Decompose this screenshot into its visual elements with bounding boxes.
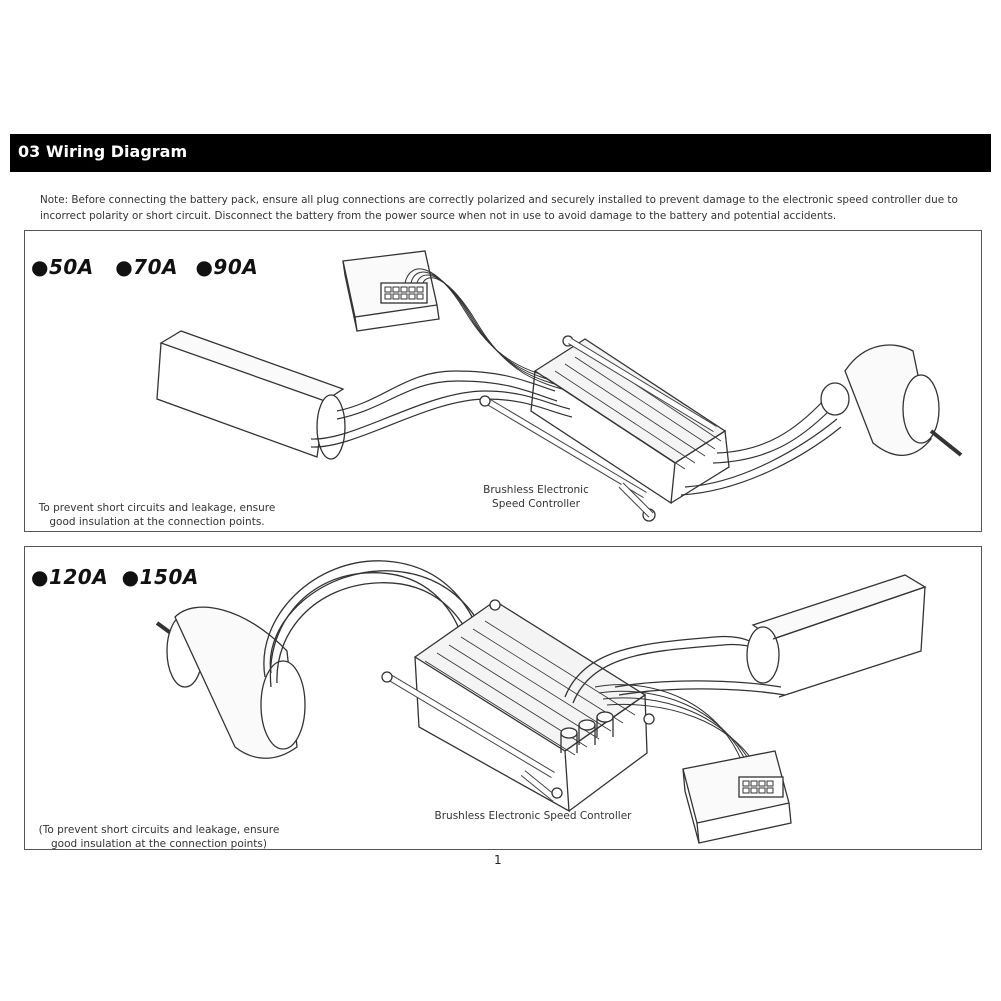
model-ratings: ●120A ●150A xyxy=(31,565,199,589)
battery-drawing xyxy=(746,574,927,698)
page-number: 1 xyxy=(494,853,502,867)
receiver-drawing xyxy=(682,750,792,844)
section-title: 03 Wiring Diagram xyxy=(18,142,188,161)
receiver-drawing xyxy=(342,250,440,332)
section-header: 03 Wiring Diagram xyxy=(10,134,991,172)
insulation-note: To prevent short circuits and leakage, e… xyxy=(38,502,276,528)
esc-label: Brushless Electronic Speed Controller xyxy=(483,484,589,510)
motor-drawing xyxy=(155,606,306,759)
wiring-illustration-120-150a xyxy=(155,560,927,844)
motor-drawing xyxy=(820,344,963,457)
diagram-panel-50-90a: ●50A ●70A ●90A Brushless Electronic Spee… xyxy=(24,230,982,532)
diagram-panel-120-150a: ●120A ●150A Brushless Electronic Speed C… xyxy=(24,546,982,850)
esc-drawing xyxy=(381,599,655,813)
model-120a: ●120A xyxy=(31,565,109,589)
model-150a: ●150A xyxy=(121,565,199,589)
wiring-illustration-50-90a xyxy=(156,250,963,522)
insulation-note: (To prevent short circuits and leakage, … xyxy=(38,824,280,850)
model-70a: ●70A xyxy=(115,255,178,279)
capacitors xyxy=(560,711,614,753)
model-50a: ●50A xyxy=(31,255,94,279)
motor-wires xyxy=(680,398,842,496)
motor-wires xyxy=(263,560,498,688)
battery-drawing xyxy=(156,330,346,460)
model-ratings: ●50A ●70A ●90A xyxy=(31,255,258,279)
wiring-note: Note: Before connecting the battery pack… xyxy=(40,194,958,222)
esc-label: Brushless Electronic Speed Controller xyxy=(434,810,632,822)
receiver-wires xyxy=(404,268,578,394)
model-90a: ●90A xyxy=(195,255,259,279)
battery-wires xyxy=(310,370,573,448)
